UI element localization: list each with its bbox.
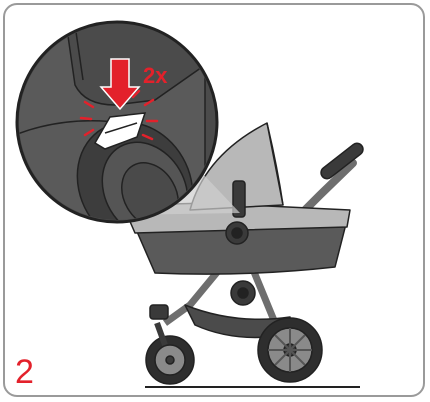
press-count-label: 2x — [143, 63, 168, 88]
step-number: 2 — [15, 355, 34, 389]
stroller-illustration: 2x — [5, 5, 425, 397]
instruction-card: 2x 2 — [3, 3, 425, 397]
